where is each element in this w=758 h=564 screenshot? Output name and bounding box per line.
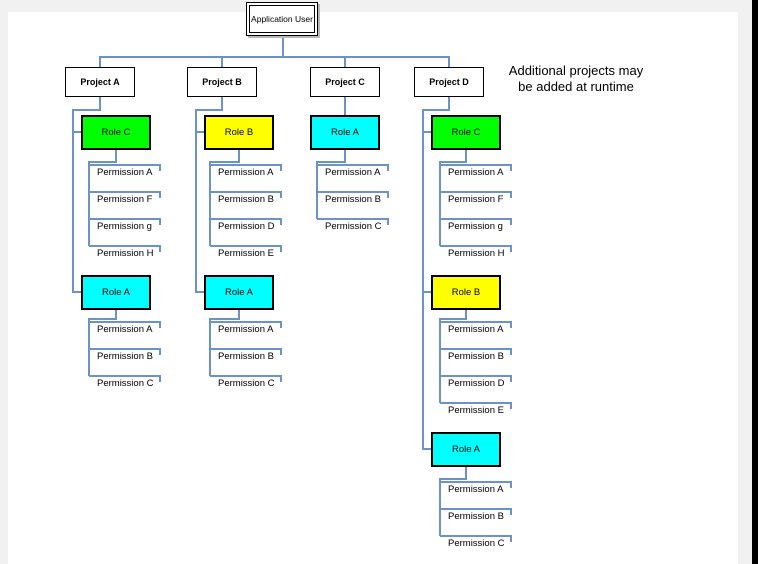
project-c-node[interactable]: Project C <box>310 67 380 97</box>
permission-node[interactable]: Permission B <box>448 351 504 362</box>
permission-node[interactable]: Permission B <box>448 511 504 522</box>
permission-node[interactable]: Permission C <box>218 378 275 389</box>
permission-node[interactable]: Permission B <box>218 194 274 205</box>
permission-node[interactable]: Permission A <box>97 167 153 178</box>
permission-node[interactable]: Permission C <box>97 378 154 389</box>
project-d-role-c-node[interactable]: Role C <box>431 115 501 150</box>
permission-node[interactable]: Permission A <box>448 324 504 335</box>
application-user-node[interactable]: Application User <box>246 2 318 36</box>
project-a-node[interactable]: Project A <box>65 67 135 97</box>
permission-node[interactable]: Permission A <box>325 167 381 178</box>
application-user-label: Application User <box>249 5 315 33</box>
project-d-role-b-node[interactable]: Role B <box>431 275 501 310</box>
project-a-role-c-node[interactable]: Role C <box>81 115 151 150</box>
permission-node[interactable]: Permission E <box>218 248 274 259</box>
permission-node[interactable]: Permission g <box>448 221 503 232</box>
project-b-role-b-node[interactable]: Role B <box>204 115 274 150</box>
permission-node[interactable]: Permission C <box>325 221 382 232</box>
project-b-role-b-permission-connectors <box>209 150 282 252</box>
window-edge-strip <box>752 0 758 564</box>
project-c-role-a-node[interactable]: Role A <box>310 115 380 150</box>
project-a-role-a-permission-connectors <box>88 310 161 382</box>
annotation-line-2: be added at runtime <box>518 79 634 94</box>
project-d-role-a-node[interactable]: Role A <box>431 432 501 467</box>
project-a-trunk <box>72 97 101 293</box>
page-frame-right <box>738 0 752 564</box>
permission-node[interactable]: Permission B <box>218 351 274 362</box>
project-c-role-a-permission-connectors <box>316 150 389 225</box>
root-to-projects-connectors <box>99 35 450 67</box>
permission-node[interactable]: Permission A <box>218 324 274 335</box>
runtime-annotation: Additional projects may be added at runt… <box>495 63 657 95</box>
page-frame-top <box>0 0 758 12</box>
permission-node[interactable]: Permission F <box>97 194 153 205</box>
permission-node[interactable]: Permission H <box>97 248 154 259</box>
permission-node[interactable]: Permission C <box>448 538 505 549</box>
permission-node[interactable]: Permission g <box>97 221 152 232</box>
project-b-role-a-node[interactable]: Role A <box>204 275 274 310</box>
permission-node[interactable]: Permission F <box>448 194 504 205</box>
permission-node[interactable]: Permission A <box>448 167 504 178</box>
permission-node[interactable]: Permission A <box>97 324 153 335</box>
project-b-role-a-permission-connectors <box>209 310 282 382</box>
permission-node[interactable]: Permission D <box>218 221 275 232</box>
permission-node[interactable]: Permission A <box>218 167 274 178</box>
permission-node[interactable]: Permission B <box>325 194 381 205</box>
project-a-role-a-node[interactable]: Role A <box>81 275 151 310</box>
permission-node[interactable]: Permission D <box>448 378 505 389</box>
project-d-role-c-permission-connectors <box>439 150 512 252</box>
page-frame-left <box>0 0 8 564</box>
project-d-role-b-permission-connectors <box>439 310 512 409</box>
project-b-trunk <box>195 97 223 293</box>
annotation-line-1: Additional projects may <box>508 63 644 78</box>
project-d-trunk <box>422 97 450 450</box>
project-d-role-a-permission-connectors <box>439 467 512 542</box>
project-d-node[interactable]: Project D <box>414 67 484 97</box>
permission-node[interactable]: Permission B <box>97 351 153 362</box>
permission-node[interactable]: Permission H <box>448 248 505 259</box>
project-b-node[interactable]: Project B <box>187 67 257 97</box>
project-a-role-c-permission-connectors <box>88 150 161 252</box>
permission-node[interactable]: Permission A <box>448 484 504 495</box>
permission-node[interactable]: Permission E <box>448 405 504 416</box>
